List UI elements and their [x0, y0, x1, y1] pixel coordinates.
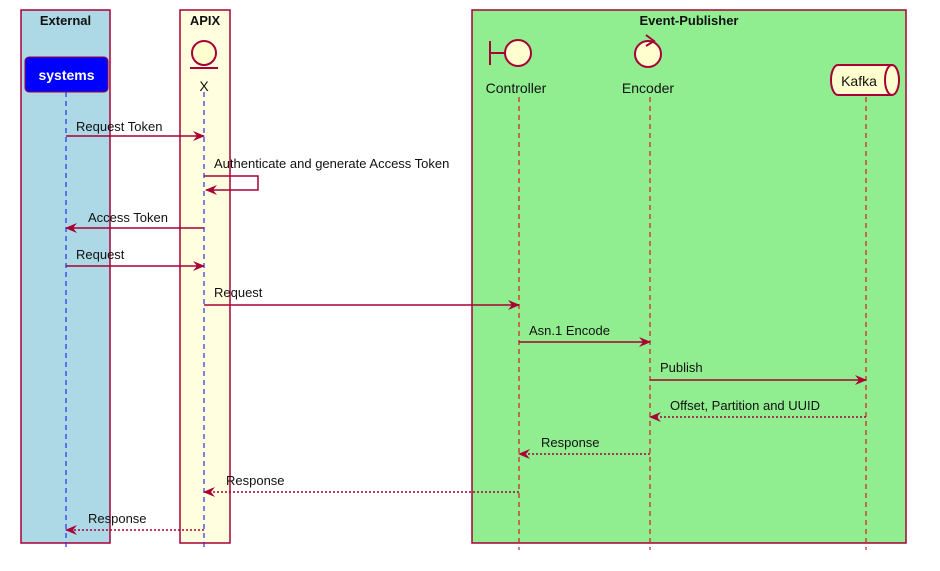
box-apix: APIX: [179, 9, 231, 544]
entity-icon: [190, 40, 218, 69]
message-arrow-authenticate: [204, 175, 259, 195]
controller-label: Controller: [486, 80, 547, 96]
messages: Request Token Authenticate and generate …: [65, 119, 867, 535]
kafka-label: Kafka: [841, 73, 877, 89]
participant-kafka: Kafka: [830, 64, 900, 96]
message-label: Response: [88, 511, 147, 526]
lifelines: [65, 92, 867, 550]
systems-participant-box: [24, 56, 109, 93]
queue-icon: [830, 64, 900, 96]
message-label: Request Token: [76, 119, 163, 134]
message-label: Request: [76, 247, 125, 262]
message-label: Response: [226, 473, 285, 488]
box-external-title: External: [40, 13, 91, 28]
x-label: X: [199, 78, 209, 94]
message-label: Access Token: [88, 210, 168, 225]
control-icon: [634, 34, 662, 68]
encoder-label: Encoder: [622, 80, 674, 96]
message-label: Authenticate and generate Access Token: [214, 156, 449, 171]
participant-encoder: Encoder: [622, 34, 674, 96]
systems-label: systems: [38, 67, 94, 83]
message-label: Request: [214, 285, 263, 300]
box-publisher-title: Event-Publisher: [640, 13, 739, 28]
participant-systems: systems: [24, 56, 109, 93]
box-apix-frame: [179, 9, 231, 544]
message-label: Publish: [660, 360, 703, 375]
box-apix-title: APIX: [190, 13, 221, 28]
message-label: Response: [541, 435, 600, 450]
message-label: Offset, Partition and UUID: [670, 398, 820, 413]
participant-controller: Controller: [486, 39, 547, 96]
boundary-icon: [489, 39, 532, 67]
message-label: Asn.1 Encode: [529, 323, 610, 338]
participant-x: X: [190, 40, 218, 94]
